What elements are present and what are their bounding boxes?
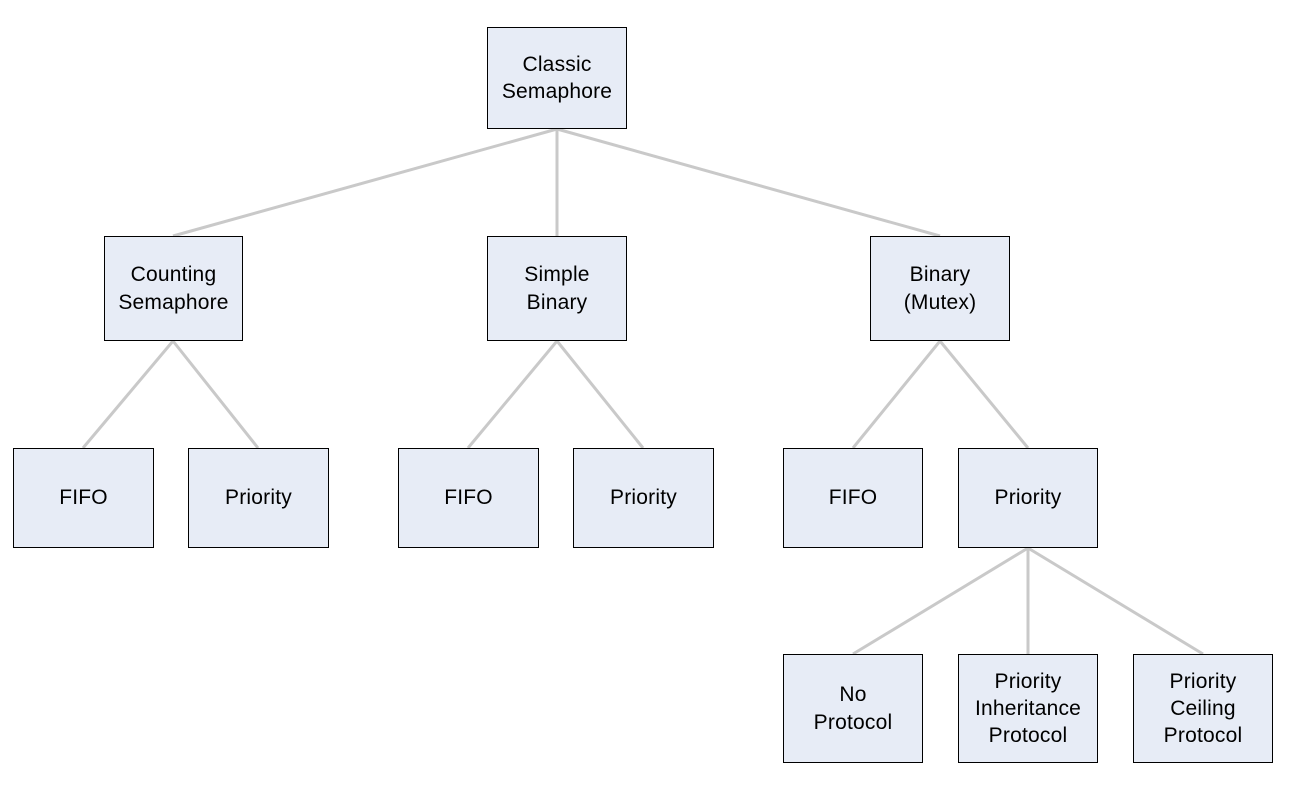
node-counting-fifo[interactable]: FIFO — [13, 448, 154, 548]
node-label-binary-mutex: Binary (Mutex) — [903, 263, 977, 314]
node-label-counting-fifo: FIFO — [59, 486, 108, 510]
connector-mutex-priority-to-no-protocol — [852, 546, 1029, 656]
connector-binary-mutex-to-mutex-fifo — [851, 340, 942, 449]
node-label-simple-binary: Simple Binary — [524, 263, 590, 314]
node-counting-semaphore[interactable]: Counting Semaphore — [104, 236, 243, 341]
node-simple-binary[interactable]: Simple Binary — [487, 236, 627, 341]
node-label-counting-priority: Priority — [225, 486, 292, 510]
node-label-no-protocol: No Protocol — [813, 683, 893, 734]
node-label-priority-inheritance-protocol: Priority Inheritance Protocol — [974, 669, 1082, 748]
connector-classic-semaphore-to-counting-semaphore — [172, 127, 558, 238]
node-no-protocol[interactable]: No Protocol — [783, 654, 923, 763]
node-counting-priority[interactable]: Priority — [188, 448, 329, 548]
connector-counting-semaphore-to-counting-fifo — [81, 340, 175, 449]
node-mutex-fifo[interactable]: FIFO — [783, 448, 923, 548]
node-label-mutex-fifo: FIFO — [828, 486, 878, 510]
node-label-mutex-priority: Priority — [994, 486, 1062, 510]
node-label-counting-semaphore: Counting Semaphore — [118, 263, 229, 314]
node-classic-semaphore[interactable]: Classic Semaphore — [487, 27, 627, 129]
node-simple-binary-fifo[interactable]: FIFO — [398, 448, 539, 548]
node-simple-binary-priority[interactable]: Priority — [573, 448, 714, 548]
connector-simple-binary-to-simple-binary-fifo — [466, 340, 559, 449]
connector-mutex-priority-to-priority-ceiling-protocol — [1027, 546, 1204, 656]
node-mutex-priority[interactable]: Priority — [958, 448, 1098, 548]
node-label-priority-ceiling-protocol: Priority Ceiling Protocol — [1163, 669, 1243, 748]
node-priority-inheritance-protocol[interactable]: Priority Inheritance Protocol — [958, 654, 1098, 763]
connector-simple-binary-to-simple-binary-priority — [555, 340, 645, 449]
connector-binary-mutex-to-mutex-priority — [938, 340, 1030, 449]
node-label-simple-binary-fifo: FIFO — [444, 486, 493, 510]
connector-classic-semaphore-to-binary-mutex — [556, 127, 941, 238]
node-label-classic-semaphore: Classic Semaphore — [501, 52, 613, 103]
node-label-simple-binary-priority: Priority — [610, 486, 677, 510]
node-priority-ceiling-protocol[interactable]: Priority Ceiling Protocol — [1133, 654, 1273, 763]
node-binary-mutex[interactable]: Binary (Mutex) — [870, 236, 1010, 341]
connector-counting-semaphore-to-counting-priority — [171, 340, 260, 449]
